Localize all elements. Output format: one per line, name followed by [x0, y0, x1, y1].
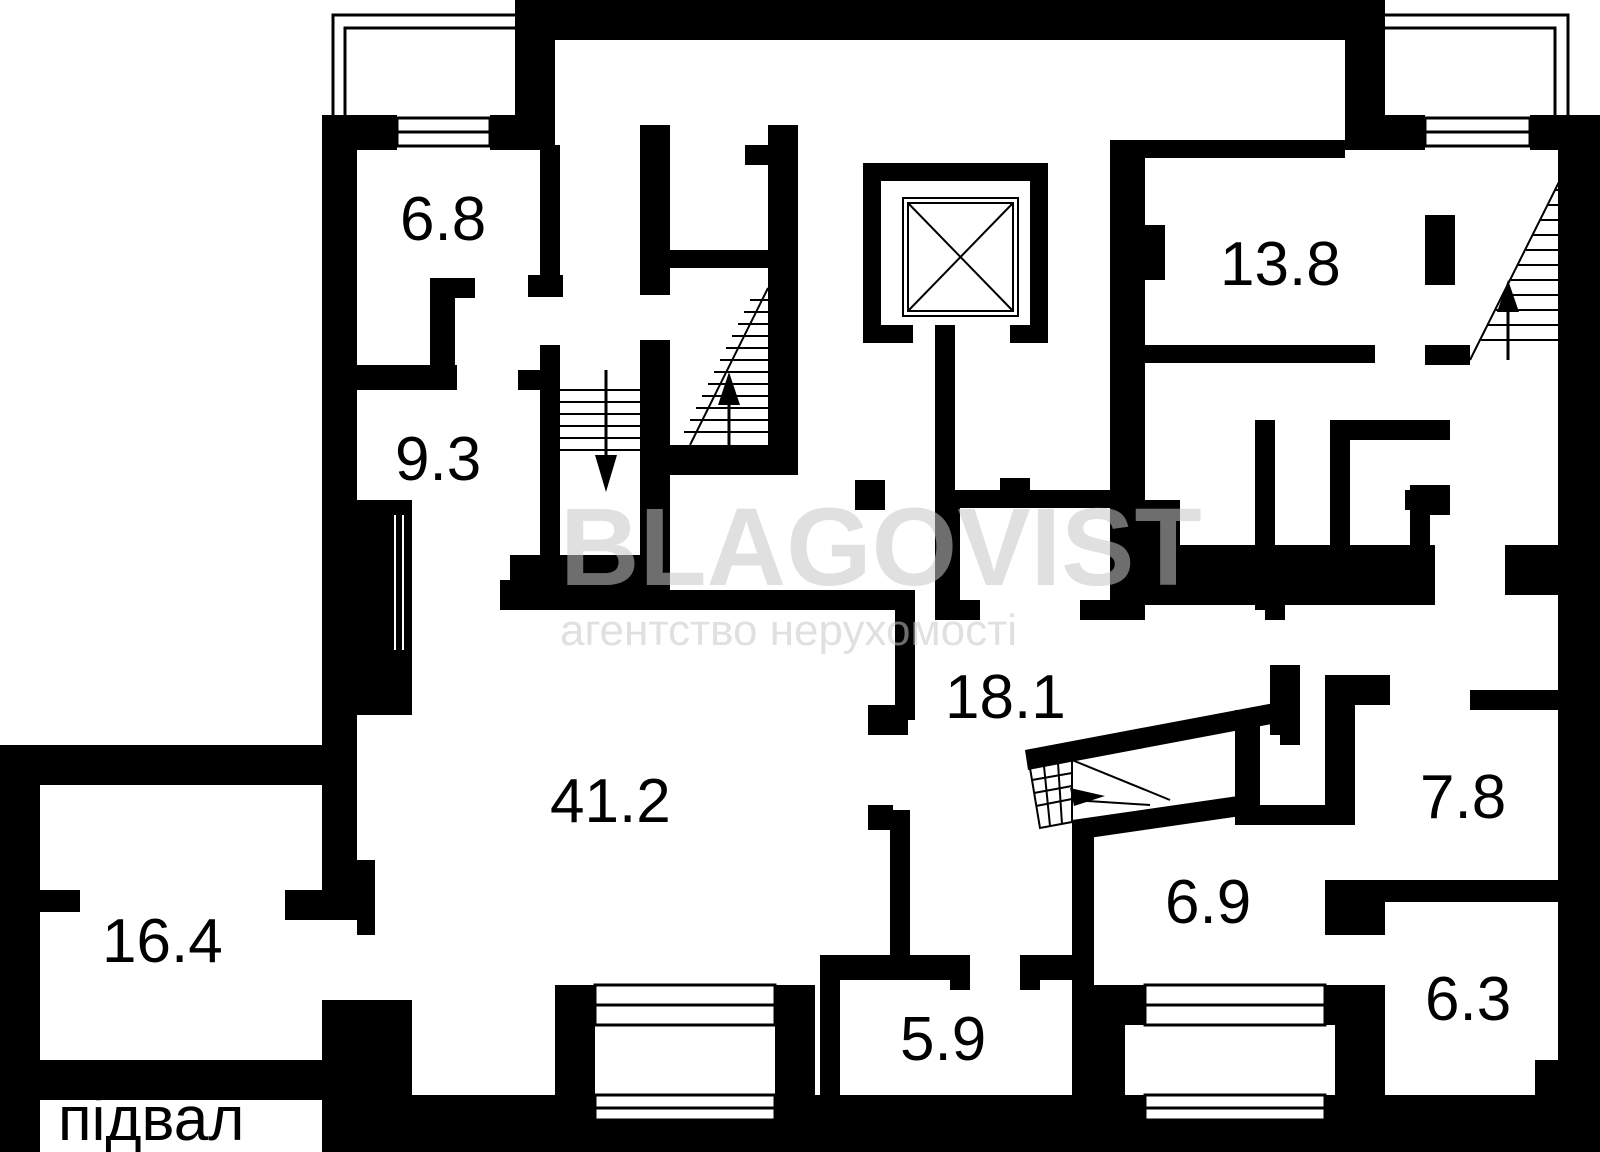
balcony-left — [331, 13, 518, 115]
room-area-label: 9.3 — [395, 425, 481, 494]
window-bottom-left — [555, 983, 815, 1122]
stairs-center — [1028, 758, 1171, 830]
room-area-label: 41.2 — [550, 767, 671, 836]
elevator-shaft — [902, 197, 1019, 317]
room-area-label: 6.3 — [1425, 965, 1511, 1034]
watermark-tagline: агентство нерухомості — [560, 606, 1017, 655]
stairs-down-left — [560, 370, 640, 492]
watermark: BLAGOVIST агентство нерухомості — [560, 486, 1202, 655]
room-area-label: 13.8 — [1220, 230, 1341, 299]
stairs-up-left — [684, 287, 769, 446]
window-top-left — [395, 116, 492, 148]
room-area-label: 5.9 — [900, 1005, 986, 1074]
room-area-label: 6.9 — [1165, 868, 1251, 937]
room-area-label: 7.8 — [1420, 763, 1506, 832]
room-area-label: 6.8 — [400, 185, 486, 254]
watermark-brand: BLAGOVIST — [560, 486, 1202, 609]
stairs-up-right — [1469, 179, 1561, 361]
window-top-right — [1423, 116, 1532, 148]
interior-walls — [357, 125, 1560, 1095]
radiator — [394, 515, 404, 650]
room-area-label: 16.4 — [102, 907, 223, 976]
room-labels: 6.8 9.3 13.8 18.1 41.2 7.8 6.9 16.4 6.3 … — [102, 185, 1511, 1074]
floor-label: підвал — [58, 1085, 244, 1152]
balcony-right — [1383, 13, 1570, 115]
room-area-label: 18.1 — [945, 663, 1066, 732]
